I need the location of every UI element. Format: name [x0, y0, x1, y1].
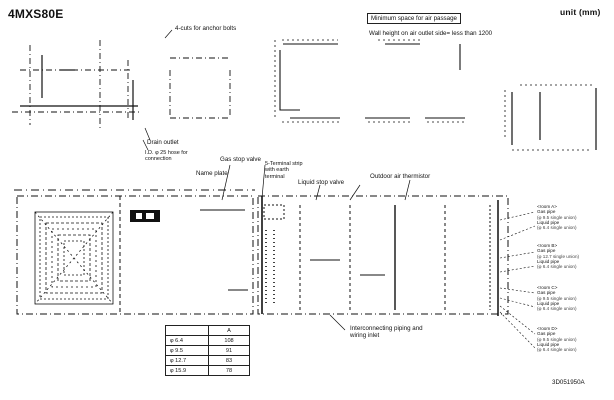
table-row: φ 6.4 108 — [165, 335, 250, 346]
port-liquid-label: Liquid pipe — [537, 300, 560, 306]
table-row: φ 15.9 78 — [165, 365, 250, 376]
anchor-cuts-label: 4-cuts for anchor bolts — [175, 25, 237, 32]
gas-stop-valve-label: Gas stop valve — [220, 156, 261, 163]
model-title: 4MXS80E — [8, 7, 64, 21]
terminal-strip-label: 5-Terminal strip with earth terminal — [265, 161, 303, 180]
dimension-value-cell: 83 — [208, 355, 250, 366]
table-header-row: A — [165, 325, 250, 336]
outdoor-thermistor-label: Outdoor air thermistor — [370, 173, 431, 180]
unit-label: unit (mm) — [560, 7, 601, 17]
name-plate — [130, 210, 160, 222]
port-room-name: <room A> — [537, 204, 557, 209]
drain-hose-label: I.D. φ 25 hose for connection — [145, 150, 188, 163]
interconnecting-inlet-label: Interconnecting piping and wiring inlet — [350, 325, 423, 340]
pipe-size-cell: φ 9.5 — [165, 345, 209, 356]
table-row: φ 12.7 83 — [165, 355, 250, 366]
port-liquid-size: (φ 6.4 single union) — [537, 225, 577, 231]
pipe-size-cell: φ 15.9 — [165, 365, 209, 376]
drawing-number: 3D051950A — [552, 379, 585, 386]
pipe-size-cell: φ 6.4 — [165, 335, 209, 346]
port-room-name: <room C> — [537, 285, 558, 290]
dimension-table: A φ 6.4 108 φ 9.5 91 φ 12.7 83 φ 15.9 78 — [165, 325, 250, 376]
port-liquid-label: Liquid pipe — [537, 341, 560, 347]
drain-outlet-label: Drain outlet — [147, 139, 179, 146]
dimension-value-cell: 91 — [208, 345, 250, 356]
port-liquid-size: (φ 6.4 single union) — [537, 347, 577, 353]
port-liquid-label: Liquid pipe — [537, 258, 560, 264]
port-gas-size: (φ 9.5 single union) — [537, 336, 577, 342]
port-room-name: <room D> — [537, 326, 558, 331]
table-header-cell: A — [208, 325, 250, 336]
dimension-value-cell: 78 — [208, 365, 250, 376]
port-liquid-size: (φ 6.4 single union) — [537, 306, 577, 312]
port-room-b: <room B> Gas pipe (φ 12.7 single union) … — [537, 243, 579, 269]
port-gas-label: Gas pipe — [537, 331, 556, 337]
pipe-size-cell: φ 12.7 — [165, 355, 209, 366]
port-gas-label: Gas pipe — [537, 248, 556, 254]
dimension-value-cell: 108 — [208, 335, 250, 346]
table-row: φ 9.5 91 — [165, 345, 250, 356]
port-liquid-label: Liquid pipe — [537, 219, 560, 225]
port-liquid-size: (φ 6.4 single union) — [537, 264, 577, 270]
port-room-d: <room D> Gas pipe (φ 9.5 single union) L… — [537, 326, 577, 352]
wall-height-label: Wall height on air outlet side= less tha… — [369, 30, 493, 37]
port-room-name: <room B> — [537, 243, 558, 248]
port-gas-label: Gas pipe — [537, 209, 556, 215]
port-room-a: <room A> Gas pipe (φ 9.5 single union) L… — [537, 204, 577, 230]
port-gas-label: Gas pipe — [537, 290, 556, 296]
liquid-stop-valve-label: Liquid stop valve — [298, 179, 345, 186]
table-header-cell — [165, 325, 209, 336]
port-gas-size: (φ 9.5 single union) — [537, 214, 577, 220]
fan-grille — [34, 211, 114, 305]
port-gas-size: (φ 12.7 single union) — [537, 253, 580, 259]
name-plate-label: Name plate — [196, 170, 228, 177]
port-room-c: <room C> Gas pipe (φ 9.5 single union) L… — [537, 285, 577, 311]
min-space-box: Minimum space for air passage — [367, 13, 461, 25]
port-gas-size: (φ 9.5 single union) — [537, 295, 577, 301]
